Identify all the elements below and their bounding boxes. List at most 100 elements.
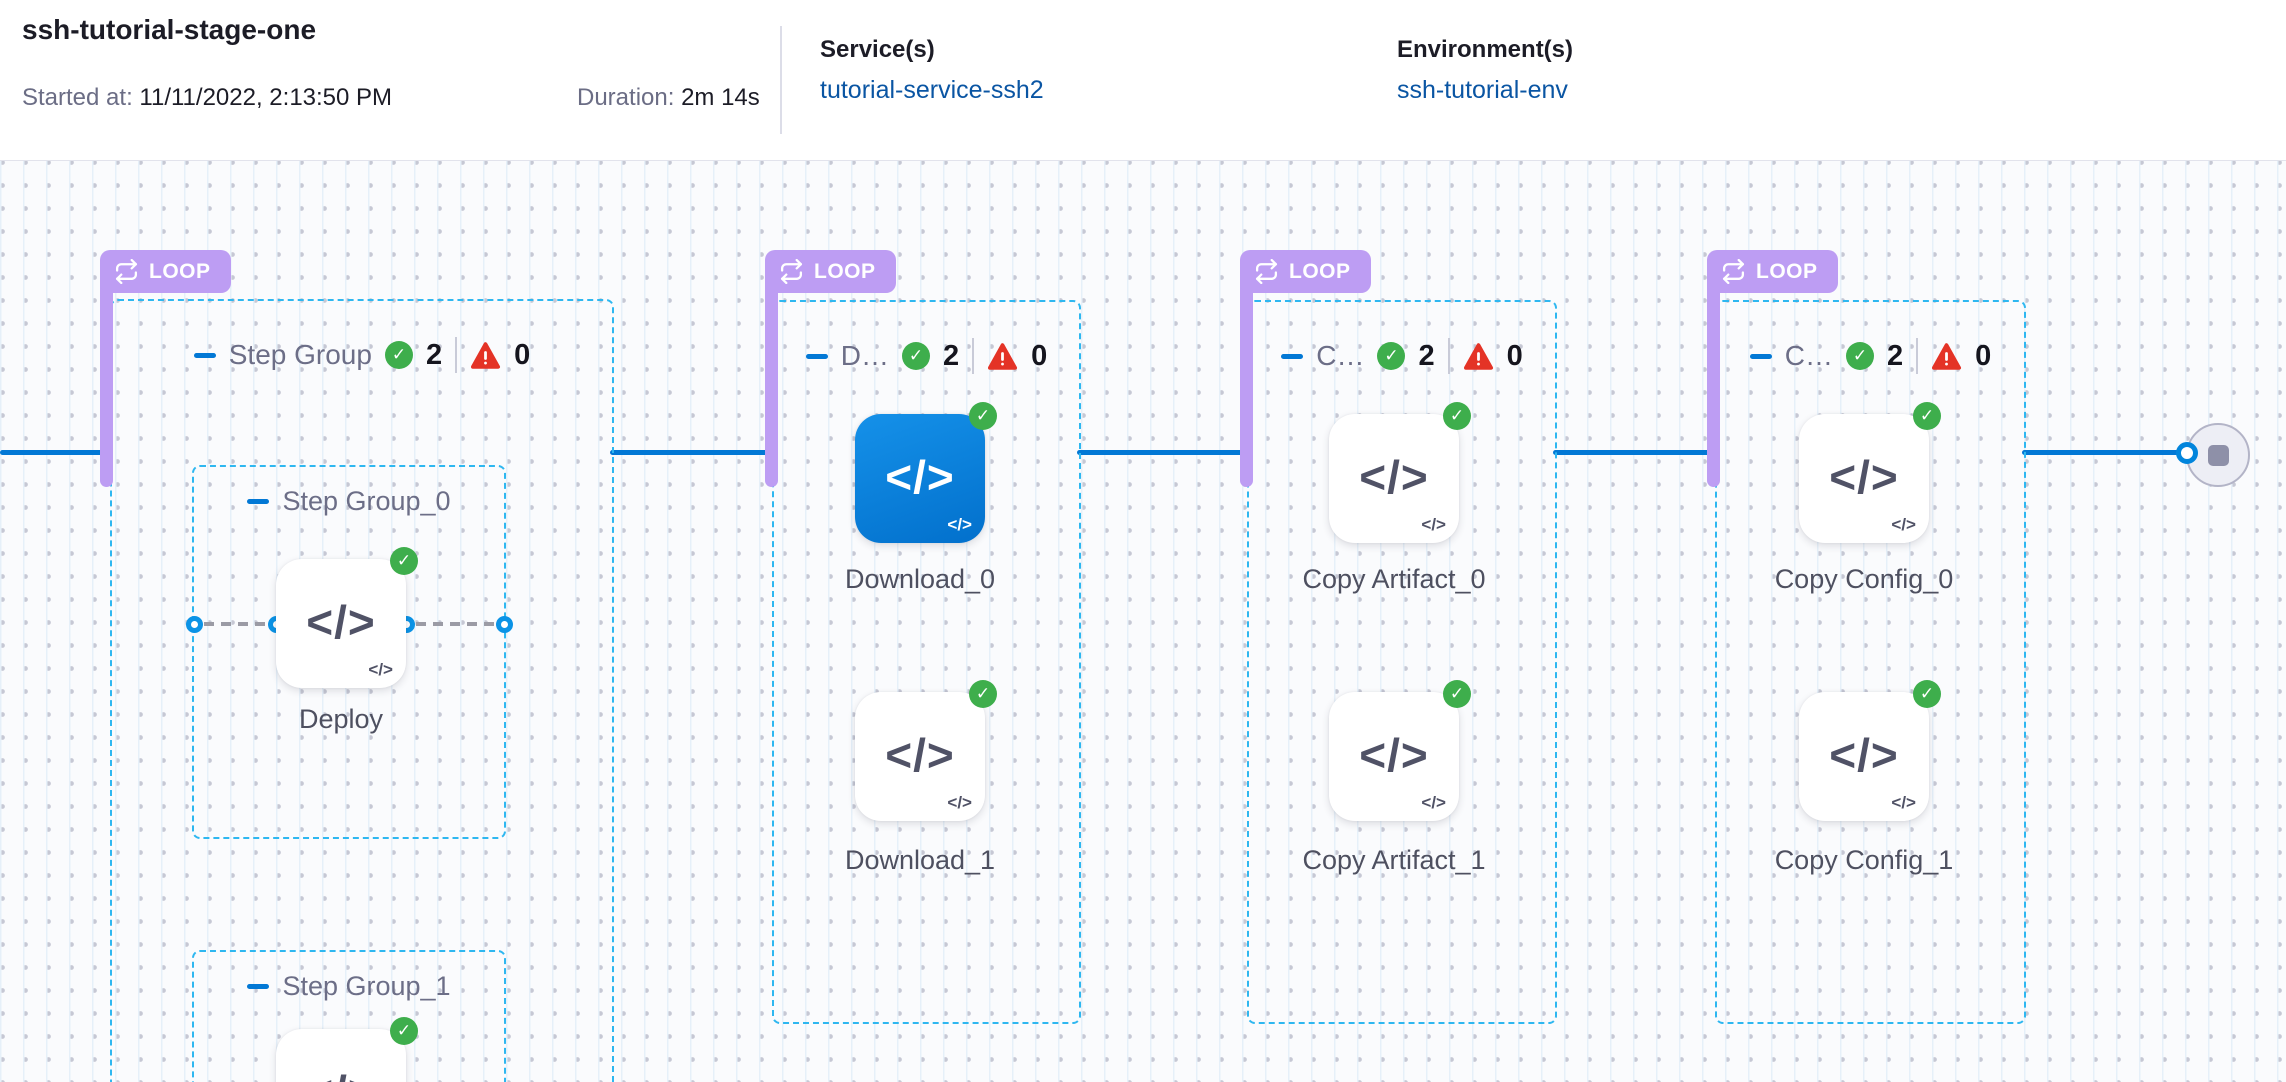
- stop-icon: [2207, 444, 2229, 466]
- sub-group-header: Step Group_0: [194, 481, 504, 521]
- success-count-icon: ✓: [1377, 342, 1406, 370]
- connector-line: [2022, 450, 2182, 455]
- connector-line: [1553, 450, 1712, 455]
- success-count-icon: ✓: [384, 341, 413, 369]
- dashed-connector: [204, 622, 266, 626]
- success-badge: ✓: [1443, 402, 1471, 430]
- group-header: Step Group ✓ 2 0: [112, 333, 612, 377]
- environment-link[interactable]: ssh-tutorial-env: [1397, 76, 1568, 104]
- code-icon-small: </>: [368, 660, 393, 679]
- header-divider: [780, 26, 782, 134]
- service-link[interactable]: tutorial-service-ssh2: [820, 76, 1044, 104]
- sub-group-label: Step Group_1: [282, 970, 451, 1001]
- started-at-label: Started at:: [22, 84, 140, 111]
- connection-point[interactable]: [2176, 442, 2198, 464]
- step-card-download-0[interactable]: </> </> ✓: [855, 402, 997, 543]
- connection-point[interactable]: [496, 616, 513, 633]
- code-icon: </>: [885, 728, 955, 781]
- code-icon-small: </>: [1421, 515, 1446, 534]
- loop-badge-label: LOOP: [149, 259, 211, 283]
- failed-count-icon: [471, 341, 501, 369]
- step-label: Copy Config_0: [1774, 564, 1954, 594]
- success-badge: ✓: [969, 402, 997, 430]
- success-badge: ✓: [1913, 402, 1941, 430]
- connector-line: [0, 450, 104, 455]
- step-card-deploy[interactable]: </> </> ✓: [276, 547, 418, 688]
- duration-value: 2m 14s: [681, 84, 760, 111]
- loop-icon: [1722, 259, 1745, 284]
- group-label: Step Group: [228, 339, 372, 370]
- group-label: C…: [1784, 340, 1833, 371]
- step-card-copy-config-1[interactable]: </> </> ✓: [1799, 680, 1941, 821]
- step-card[interactable]: </> </> ✓: [276, 1017, 418, 1082]
- code-icon-small: </>: [1891, 793, 1916, 812]
- success-count: 2: [425, 338, 443, 371]
- failed-count: 0: [514, 338, 531, 371]
- loop-icon: [1255, 259, 1278, 284]
- group-label: C…: [1316, 340, 1365, 371]
- loop-badge-label: LOOP: [1756, 259, 1818, 283]
- success-count: 2: [1418, 339, 1435, 372]
- code-icon: </>: [1829, 728, 1899, 781]
- step-card-copy-config-0[interactable]: </> </> ✓: [1799, 402, 1941, 543]
- success-badge: ✓: [1443, 680, 1471, 708]
- code-icon-small: </>: [1891, 515, 1916, 534]
- step-label: Copy Artifact_0: [1302, 564, 1486, 594]
- collapse-icon[interactable]: [1281, 353, 1304, 359]
- loop-badge[interactable]: LOOP: [765, 250, 896, 293]
- step-group-1-box: Step Group_1 </> </> ✓: [192, 950, 506, 1082]
- duration: Duration: 2m 14s: [577, 84, 760, 112]
- loop-badge[interactable]: LOOP: [1240, 250, 1371, 293]
- loop-tail: [1240, 270, 1253, 487]
- step-label: Copy Config_1: [1774, 845, 1954, 875]
- failed-count-icon: [1463, 342, 1493, 370]
- stage-title: ssh-tutorial-stage-one: [22, 14, 317, 45]
- step-label: Download_1: [844, 845, 996, 875]
- loop-badge[interactable]: LOOP: [1707, 250, 1838, 293]
- dashed-connector: [416, 622, 494, 626]
- execution-graph-canvas: LOOP LOOP LOOP LOOP Step Group ✓ 2 0: [0, 160, 2286, 1082]
- count-divider: [1916, 338, 1919, 374]
- loop-icon: [115, 259, 138, 284]
- environments-label: Environment(s): [1397, 36, 1574, 63]
- started-at-value: 11/11/2022, 2:13:50 PM: [139, 84, 393, 111]
- environments-column: Environment(s) ssh-tutorial-env: [1397, 36, 1573, 105]
- loop-badge-label: LOOP: [814, 259, 876, 283]
- step-label: Deploy: [298, 704, 384, 734]
- sub-group-header: Step Group_1: [194, 966, 504, 1006]
- step-card-copy-artifact-0[interactable]: </> </> ✓: [1329, 402, 1471, 543]
- collapse-icon[interactable]: [1749, 353, 1772, 359]
- collapse-icon[interactable]: [247, 983, 270, 989]
- collapse-icon[interactable]: [193, 352, 216, 358]
- step-card-copy-artifact-1[interactable]: </> </> ✓: [1329, 680, 1471, 821]
- failed-count-icon: [988, 342, 1018, 370]
- failed-count-icon: [1932, 342, 1962, 370]
- loop-badge[interactable]: LOOP: [100, 250, 231, 293]
- code-icon-small: </>: [947, 793, 972, 812]
- stage-header: ssh-tutorial-stage-one Started at: 11/11…: [0, 0, 2286, 161]
- step-card-download-1[interactable]: </> </> ✓: [855, 680, 997, 821]
- step-label: Copy Artifact_1: [1302, 845, 1486, 875]
- loop-tail: [100, 270, 113, 487]
- step-label: Download_0: [844, 564, 996, 594]
- collapse-icon[interactable]: [805, 353, 828, 359]
- code-icon: </>: [1359, 728, 1429, 781]
- code-icon: </>: [276, 1064, 406, 1082]
- failed-count: 0: [1506, 339, 1523, 372]
- sub-group-label: Step Group_0: [282, 485, 451, 516]
- step-group-box: Step Group ✓ 2 0 Step Group_0: [110, 299, 614, 1082]
- connector-line: [610, 450, 770, 455]
- code-icon: </>: [1829, 450, 1899, 503]
- services-label: Service(s): [820, 36, 935, 63]
- stage-meta-row: Started at: 11/11/2022, 2:13:50 PM Durat…: [22, 84, 760, 112]
- services-column: Service(s) tutorial-service-ssh2: [820, 36, 1044, 105]
- code-icon: </>: [1359, 450, 1429, 503]
- failed-count: 0: [1975, 339, 1992, 372]
- code-icon: </>: [306, 595, 376, 648]
- connection-point[interactable]: [186, 616, 203, 633]
- collapse-icon[interactable]: [247, 498, 270, 504]
- connector-line: [1077, 450, 1245, 455]
- download-group-box: D… ✓ 2 0 </> </> ✓ Download_0 </> </> ✓ …: [772, 300, 1081, 1024]
- loop-badge-label: LOOP: [1289, 259, 1351, 283]
